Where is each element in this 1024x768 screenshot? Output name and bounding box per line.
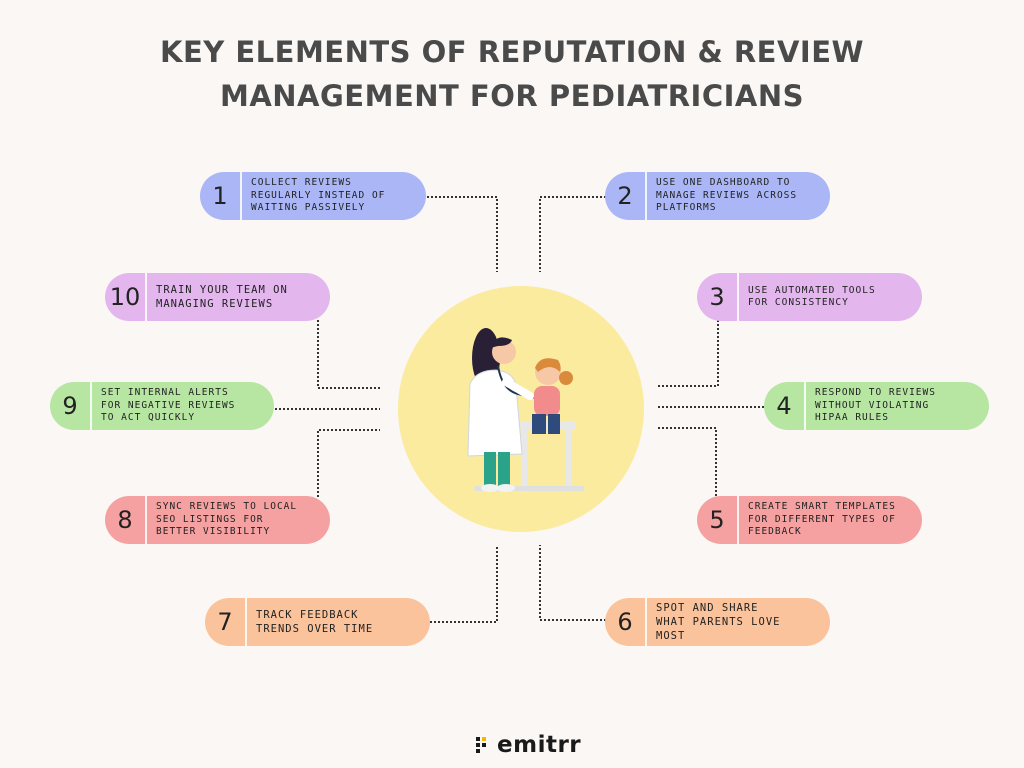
item-2-pill: 2 USE ONE DASHBOARD TO MANAGE REVIEWS AC… xyxy=(605,172,830,220)
doctor-with-child-illustration xyxy=(467,328,584,492)
item-5-text: CREATE SMART TEMPLATES FOR DIFFERENT TYP… xyxy=(748,501,896,538)
connector-5 xyxy=(656,427,717,496)
emitrr-logo: emitrr xyxy=(476,730,581,760)
logo-text: emitrr xyxy=(497,732,582,758)
item-6-pill: 6 SPOT AND SHARE WHAT PARENTS LOVE MOST xyxy=(605,598,830,646)
connector-8 xyxy=(317,429,380,497)
connector-10 xyxy=(317,320,380,389)
item-9-number: 9 xyxy=(50,382,92,430)
item-3-number: 3 xyxy=(697,273,739,321)
item-7-number: 7 xyxy=(205,598,247,646)
item-2-number: 2 xyxy=(605,172,647,220)
item-10-number: 10 xyxy=(105,273,147,321)
connector-6 xyxy=(539,545,606,621)
connector-7 xyxy=(430,545,498,623)
item-7-text: TRACK FEEDBACK TRENDS OVER TIME xyxy=(256,609,374,635)
item-8-pill: 8 SYNC REVIEWS TO LOCAL SEO LISTINGS FOR… xyxy=(105,496,330,544)
item-6-number: 6 xyxy=(605,598,647,646)
illustration-circle xyxy=(398,286,644,532)
item-3-pill: 3 USE AUTOMATED TOOLS FOR CONSISTENCY xyxy=(697,273,922,321)
title-line-2: MANAGEMENT FOR PEDIATRICIANS xyxy=(219,79,805,113)
item-1-pill: 1 COLLECT REVIEWS REGULARLY INSTEAD OF W… xyxy=(200,172,426,220)
item-10-text: TRAIN YOUR TEAM ON MANAGING REVIEWS xyxy=(156,284,288,310)
item-7-pill: 7 TRACK FEEDBACK TRENDS OVER TIME xyxy=(205,598,430,646)
item-2-text: USE ONE DASHBOARD TO MANAGE REVIEWS ACRO… xyxy=(656,177,798,214)
emitrr-dots-icon xyxy=(476,737,486,753)
item-8-text: SYNC REVIEWS TO LOCAL SEO LISTINGS FOR B… xyxy=(156,501,298,538)
item-4-pill: 4 RESPOND TO REVIEWS WITHOUT VIOLATING H… xyxy=(764,382,989,430)
item-4-number: 4 xyxy=(764,382,806,430)
item-5-pill: 5 CREATE SMART TEMPLATES FOR DIFFERENT T… xyxy=(697,496,922,544)
page-title: KEY ELEMENTS OF REPUTATION & REVIEW MANA… xyxy=(0,30,1024,118)
title-line-1: KEY ELEMENTS OF REPUTATION & REVIEW xyxy=(159,35,865,69)
item-8-number: 8 xyxy=(105,496,147,544)
connector-3 xyxy=(656,320,719,387)
item-10-pill: 10 TRAIN YOUR TEAM ON MANAGING REVIEWS xyxy=(105,273,330,321)
connector-2 xyxy=(539,196,606,272)
item-9-text: SET INTERNAL ALERTS FOR NEGATIVE REVIEWS… xyxy=(101,387,236,424)
item-9-pill: 9 SET INTERNAL ALERTS FOR NEGATIVE REVIE… xyxy=(50,382,274,430)
item-1-number: 1 xyxy=(200,172,242,220)
connector-1 xyxy=(427,196,498,272)
item-1-text: COLLECT REVIEWS REGULARLY INSTEAD OF WAI… xyxy=(251,177,386,214)
item-6-text: SPOT AND SHARE WHAT PARENTS LOVE MOST xyxy=(656,602,781,642)
item-4-text: RESPOND TO REVIEWS WITHOUT VIOLATING HIP… xyxy=(815,387,936,424)
item-5-number: 5 xyxy=(697,496,739,544)
item-3-text: USE AUTOMATED TOOLS FOR CONSISTENCY xyxy=(748,284,876,309)
